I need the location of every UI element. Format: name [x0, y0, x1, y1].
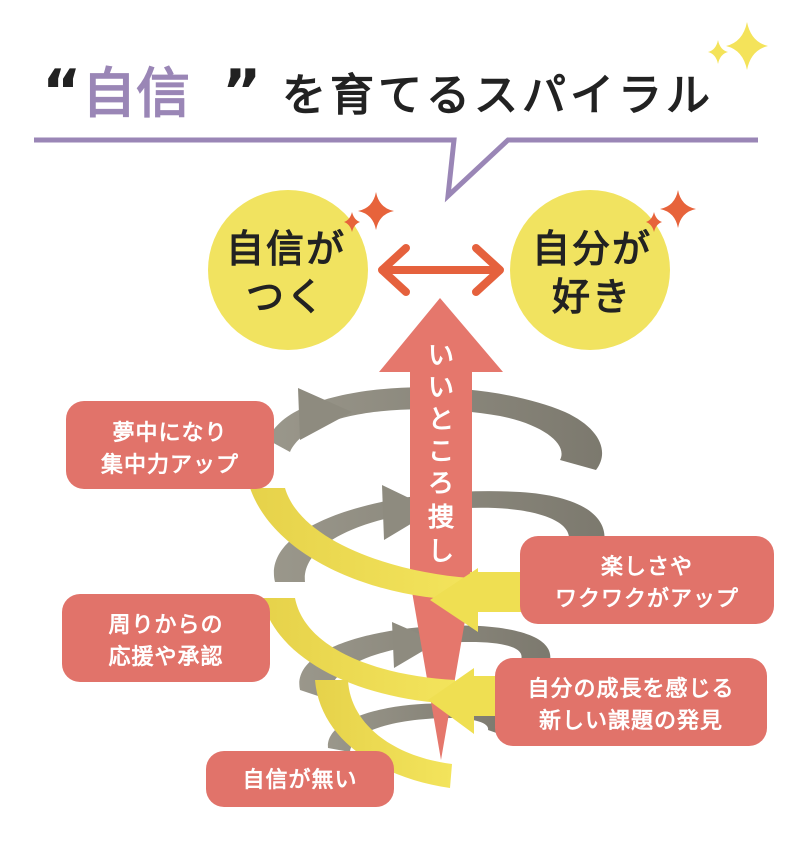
center-arrow-char: い	[428, 341, 454, 371]
center-arrow-char: 捜	[428, 503, 455, 533]
box-seichou: 自分の成長を感じる 新しい課題の発見	[495, 658, 767, 746]
center-arrow-char: ろ	[428, 469, 454, 499]
center-arrow-char: い	[428, 373, 454, 403]
title-close-quote: ”	[222, 57, 261, 127]
center-up-arrow	[379, 298, 503, 760]
circle-right-sparkle-icon	[646, 190, 696, 232]
box-seichou-line1: 自分の成長を感じる	[527, 676, 734, 702]
box-shounin: 周りからの 応援や承認	[62, 594, 270, 682]
circle-jishin-ga-tsuku: 自信が つく	[208, 190, 368, 350]
center-arrow-char: と	[428, 405, 454, 435]
box-shounin-line1: 周りからの	[108, 613, 223, 638]
title: “ 自信 ” を育てるスパイラル	[42, 57, 714, 127]
center-arrow-label: い い と こ ろ 捜 し	[428, 341, 455, 567]
box-jishin-ga-nai: 自信が無い	[206, 751, 394, 807]
box-tanoshisa: 楽しさや ワクワクがアップ	[520, 536, 774, 624]
circle-left-sparkle-icon	[344, 192, 394, 232]
box-tanoshisa-line2: ワクワクがアップ	[555, 586, 739, 612]
title-sparkle-icon	[708, 22, 768, 70]
circle-left-line2: つく	[246, 275, 326, 319]
box-muchuu-line1: 夢中になり	[112, 421, 227, 446]
title-open-quote: “	[42, 57, 81, 127]
box-muchuu-line2: 集中力アップ	[100, 452, 239, 478]
box-seichou-line2: 新しい課題の発見	[539, 708, 723, 734]
box-jishin-nai-line1: 自信が無い	[242, 767, 357, 793]
box-tanoshisa-line1: 楽しさや	[601, 554, 693, 580]
circle-jibun-ga-suki: 自分が 好き	[510, 190, 670, 350]
box-shounin-line2: 応援や承認	[108, 644, 223, 670]
center-arrow-char: こ	[428, 437, 454, 467]
title-highlight: 自信	[82, 62, 190, 125]
circle-right-line1: 自分が	[532, 227, 652, 271]
double-headed-arrow-icon	[378, 244, 504, 296]
circle-right-line2: 好き	[551, 275, 632, 319]
circle-left-line1: 自信が	[226, 227, 346, 271]
center-arrow-char: し	[428, 537, 454, 567]
box-muchuu: 夢中になり 集中力アップ	[66, 401, 274, 489]
speech-bubble-line	[34, 137, 758, 203]
title-rest: を育てるスパイラル	[282, 70, 714, 121]
